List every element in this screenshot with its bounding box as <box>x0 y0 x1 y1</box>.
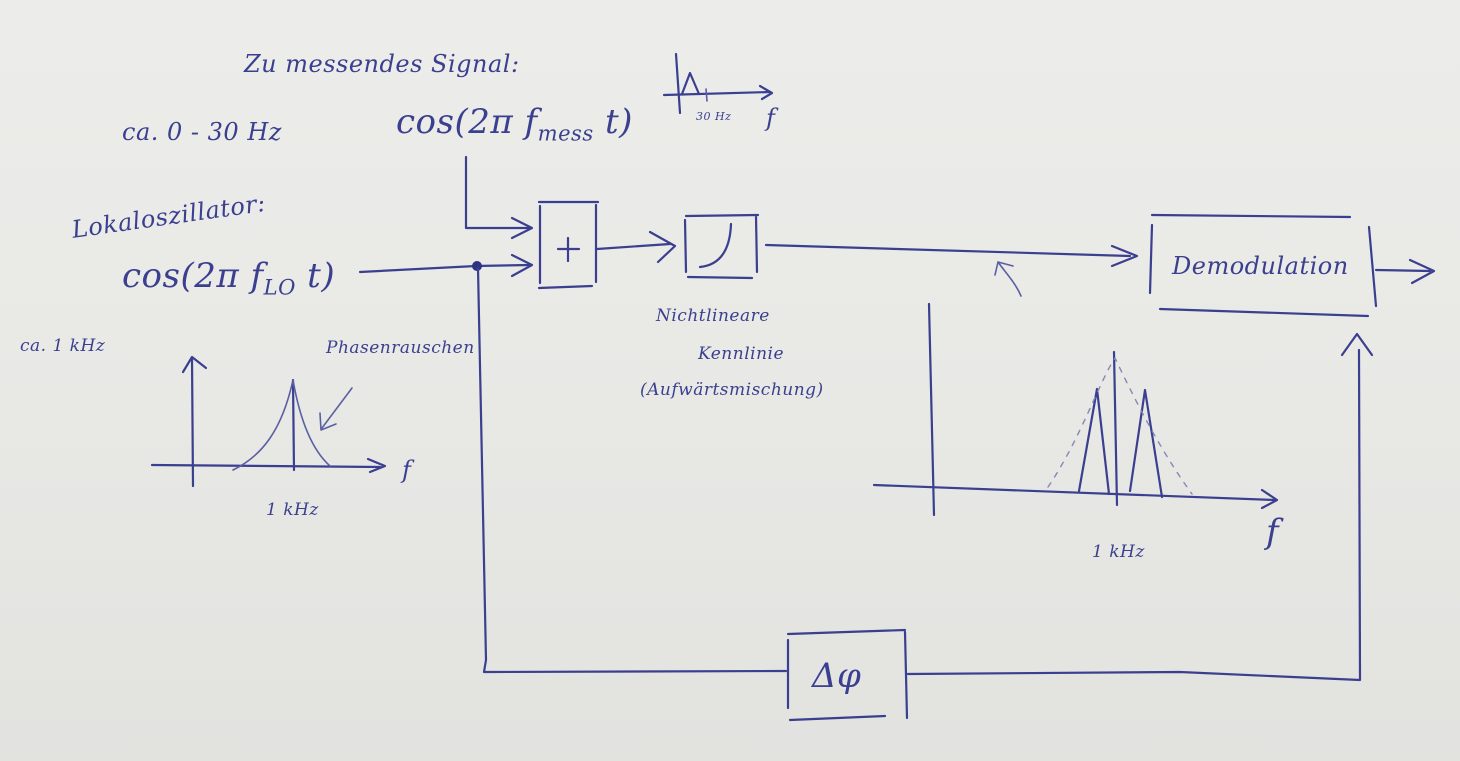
adder-block-outline <box>537 200 600 290</box>
mess-spectrum-band <box>680 71 701 96</box>
mess-spectrum-axis-label: f <box>766 104 776 132</box>
mess-spectrum-tick-label: 30 Hz <box>696 110 732 123</box>
out-spectrum-xaxis <box>872 483 1277 502</box>
junction-dot <box>472 261 482 271</box>
measured-signal-wire <box>464 155 532 230</box>
demod-block-outline <box>1148 213 1378 318</box>
lo-formula: cos(2π fLO t) <box>122 256 335 299</box>
lo-spectrum-xaxis <box>150 463 382 469</box>
nonlinear-block-outline <box>683 213 760 280</box>
adder-to-nonlinear-arrowhead <box>648 230 677 264</box>
out-spectrum-yaxis <box>927 302 936 517</box>
measured-signal-range: ca. 0 - 30 Hz <box>122 118 282 146</box>
demod-output-wire <box>1374 268 1432 273</box>
out-spectrum-xaxis-arrowhead <box>1260 488 1279 510</box>
lo-spectrum-xaxis-arrowhead <box>366 457 387 474</box>
measured-formula-suffix: t) <box>593 102 633 142</box>
nonlinear-curve <box>698 222 733 269</box>
out-spectrum-axis-label: f <box>1266 512 1280 552</box>
out-spectrum-upper-sideband <box>1128 388 1164 499</box>
measured-formula-prefix: cos(2π f <box>396 102 538 142</box>
feedback-wire-right <box>906 348 1362 682</box>
spectrum-pointer-arrow <box>994 261 1022 297</box>
mess-spectrum-yaxis <box>674 52 682 115</box>
adder-plus-sign <box>556 236 581 263</box>
lo-spectrum-yaxis-arrowhead <box>181 355 208 374</box>
lo-frequency: ca. 1 kHz <box>20 336 106 356</box>
lo-formula-prefix: cos(2π f <box>122 256 264 296</box>
phase-noise-pointer-arrow <box>319 387 353 431</box>
nonlinear-label-line1: Nichtlineare <box>656 306 770 326</box>
nonlinear-to-demod-wire <box>764 243 1132 258</box>
measured-signal-heading: Zu messendes Signal: <box>244 50 520 78</box>
phase-shift-symbol: Δφ <box>812 656 862 696</box>
feedback-arrowhead <box>1340 332 1374 357</box>
phase-noise-label: Phasenrauschen <box>326 338 475 358</box>
measured-signal-arrowhead <box>510 216 534 240</box>
mess-spectrum-xaxis <box>662 90 772 97</box>
lo-spectrum-axis-label: f <box>402 456 412 484</box>
measured-formula-subscript: mess <box>537 120 594 146</box>
demod-output-arrowhead <box>1408 258 1436 285</box>
mess-spectrum-arrowhead <box>758 84 774 101</box>
lo-spectrum-carrier <box>291 378 296 472</box>
demodulation-label: Demodulation <box>1172 252 1349 280</box>
out-spectrum-noise-envelope <box>1047 357 1193 495</box>
lo-spectrum-noise-skirt <box>232 379 331 471</box>
phase-shift-block-outline <box>786 628 909 722</box>
out-spectrum-tick-label: 1 kHz <box>1092 542 1145 562</box>
lo-wire <box>358 263 532 274</box>
lo-spectrum-tick-label: 1 kHz <box>266 500 319 520</box>
lo-formula-suffix: t) <box>295 256 336 296</box>
nonlinear-to-demod-arrowhead <box>1110 244 1139 268</box>
lo-formula-subscript: LO <box>263 274 296 300</box>
adder-to-nonlinear-wire <box>595 242 672 251</box>
lo-spectrum-yaxis <box>190 356 195 488</box>
out-spectrum-lower-sideband <box>1077 387 1111 496</box>
lo-arrowhead <box>510 253 534 278</box>
feedback-wire-left <box>476 266 788 674</box>
nonlinear-label-line2: Kennlinie <box>698 344 785 364</box>
nonlinear-label-line3: (Aufwärtsmischung) <box>640 380 824 400</box>
measured-signal-formula: cos(2π fmess t) <box>396 102 633 145</box>
mess-spectrum-tick <box>705 88 708 102</box>
out-spectrum-carrier <box>1112 350 1119 507</box>
